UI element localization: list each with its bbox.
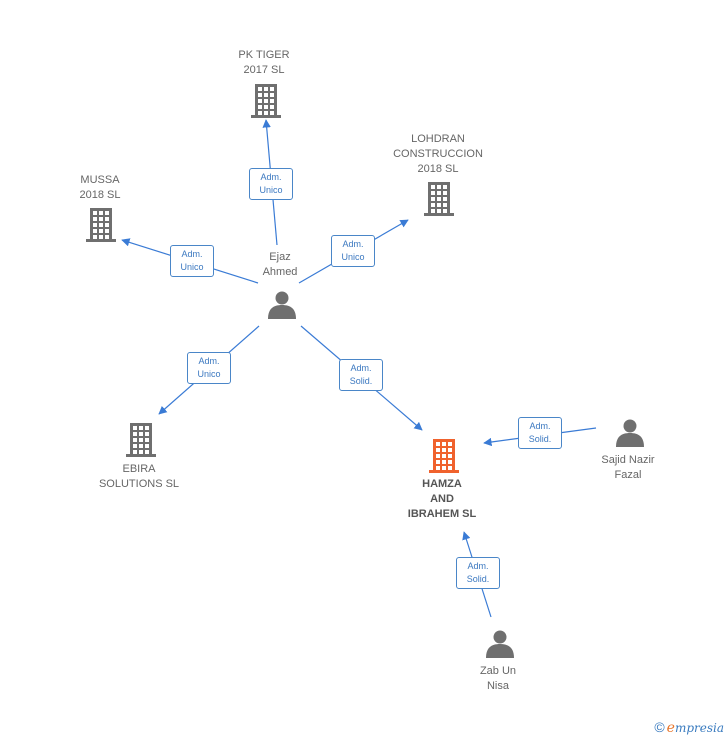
node-label-line: 2018 SL xyxy=(417,163,459,175)
edge-badge-line: Solid. xyxy=(528,434,552,444)
node-label-line: Nisa xyxy=(486,680,510,692)
node-label-ebira[interactable]: EBIRA SOLUTIONS SL xyxy=(99,462,179,492)
person-icon-sajid xyxy=(616,419,644,447)
edge-badge-sajid-hamza[interactable]: Adm. Solid. xyxy=(518,417,562,449)
node-label-line: MUSSA xyxy=(80,174,120,186)
node-label-line: PK TIGER xyxy=(238,49,290,61)
edge-badge-ejaz-pk[interactable]: Adm. Unico xyxy=(249,168,293,200)
edge-badge-line: Solid. xyxy=(349,376,373,386)
building-icon-hamza xyxy=(429,439,459,473)
node-label-line: Fazal xyxy=(614,469,642,481)
brand-name: mpresia xyxy=(674,721,724,735)
node-label-line: Sajid Nazir xyxy=(601,454,655,466)
node-label-lohdran[interactable]: LOHDRAN CONSTRUCCION 2018 SL xyxy=(393,132,483,177)
building-icon-mussa xyxy=(86,208,116,242)
node-label-line: AND xyxy=(430,493,454,505)
edge-badge-line: Adm. xyxy=(467,561,489,571)
edge-badge-line: Adm. xyxy=(181,249,203,259)
edge-badge-line: Adm. xyxy=(350,363,372,373)
icons-layer xyxy=(86,84,644,658)
node-label-line: Ahmed xyxy=(262,266,298,278)
copyright-symbol: © xyxy=(654,719,665,735)
edge-badge-ejaz-ebira[interactable]: Adm. Unico xyxy=(187,352,231,384)
node-label-zab[interactable]: Zab Un Nisa xyxy=(480,664,516,694)
building-icon-pk xyxy=(251,84,281,118)
node-label-line: 2018 SL xyxy=(79,189,121,201)
node-label-line: SOLUTIONS SL xyxy=(98,478,180,490)
edge-badge-line: Solid. xyxy=(466,574,490,584)
node-label-mussa[interactable]: MUSSA 2018 SL xyxy=(80,173,121,203)
node-label-line: Ejaz xyxy=(269,251,291,263)
node-label-line: Zab Un xyxy=(479,665,517,677)
edge-badge-line: Unico xyxy=(180,262,204,272)
node-label-line: EBIRA xyxy=(122,463,156,475)
edge-badge-line: Adm. xyxy=(342,239,364,249)
edge-badge-line: Unico xyxy=(341,252,365,262)
node-label-line: HAMZA xyxy=(422,478,462,490)
edge-badge-line: Unico xyxy=(197,369,221,379)
edge-badge-line: Adm. xyxy=(260,172,282,182)
footer-brand: ©empresia xyxy=(654,719,724,736)
edge-badge-line: Adm. xyxy=(529,421,551,431)
building-icon-lohdran xyxy=(424,182,454,216)
edge-badge-ejaz-lohdran[interactable]: Adm. Unico xyxy=(331,235,375,267)
building-icon-ebira xyxy=(126,423,156,457)
edge-badge-zab-hamza[interactable]: Adm. Solid. xyxy=(456,557,500,589)
brand-initial: e xyxy=(666,720,675,736)
node-label-pk[interactable]: PK TIGER 2017 SL xyxy=(238,48,289,78)
person-icon-ejaz xyxy=(268,291,296,319)
node-label-line: IBRAHEM SL xyxy=(407,508,477,520)
node-label-line: 2017 SL xyxy=(243,64,285,76)
edge-badge-ejaz-hamza[interactable]: Adm. Solid. xyxy=(339,359,383,391)
edge-badge-ejaz-mussa[interactable]: Adm. Unico xyxy=(170,245,214,277)
node-label-line: LOHDRAN xyxy=(411,133,465,145)
node-label-hamza[interactable]: HAMZA AND IBRAHEM SL xyxy=(408,477,476,522)
node-label-line: CONSTRUCCION xyxy=(393,148,483,160)
edge-badge-line: Unico xyxy=(259,185,283,195)
edge-badge-line: Adm. xyxy=(198,356,220,366)
person-icon-zab xyxy=(486,630,514,658)
